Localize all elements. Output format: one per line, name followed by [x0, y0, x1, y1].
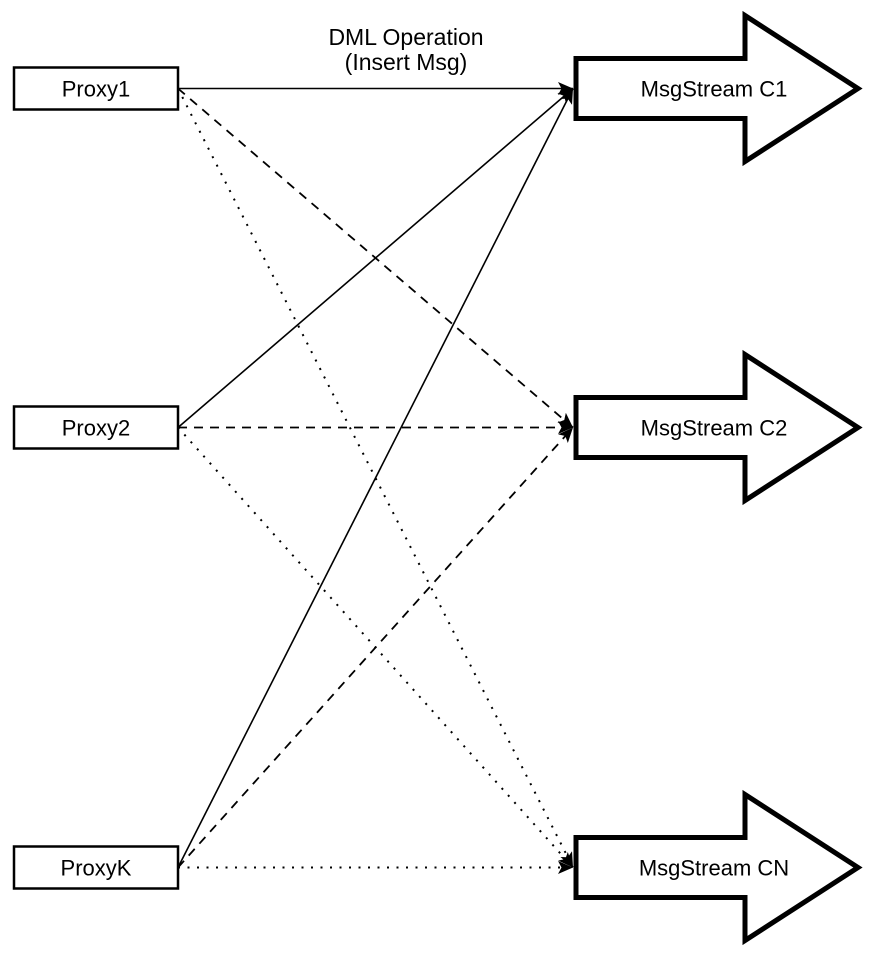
diagram-title-line1: DML Operation: [328, 24, 483, 50]
diagram-title-line2: (Insert Msg): [345, 49, 468, 75]
proxyk-node: ProxyK: [12, 845, 180, 890]
proxy1-node: Proxy1: [12, 66, 180, 111]
stream-c1-arrow-shape: [573, 10, 863, 167]
stream-c2-label: MsgStream C2: [641, 416, 788, 441]
proxy1-label: Proxy1: [62, 77, 130, 102]
stream-c2-node: MsgStream C2: [573, 349, 863, 506]
proxy2-box: [12, 405, 180, 450]
stream-cn-node: MsgStream CN: [573, 789, 863, 946]
proxyk-box: [12, 845, 180, 890]
stream-cn-label: MsgStream CN: [639, 856, 789, 881]
connection-proxyk-c2: [177, 426, 574, 869]
proxyk-label: ProxyK: [61, 856, 132, 881]
connection-proxy2-c1: [177, 87, 574, 429]
stream-c1-label: MsgStream C1: [641, 77, 788, 102]
stream-c2-arrow-shape: [573, 349, 863, 506]
stream-c1-node: MsgStream C1: [573, 10, 863, 167]
proxy2-label: Proxy2: [62, 416, 130, 441]
proxy2-node: Proxy2: [12, 405, 180, 450]
proxy1-box: [12, 66, 180, 111]
stream-cn-arrow-shape: [573, 789, 863, 946]
connection-proxyk-c1: [177, 88, 574, 868]
